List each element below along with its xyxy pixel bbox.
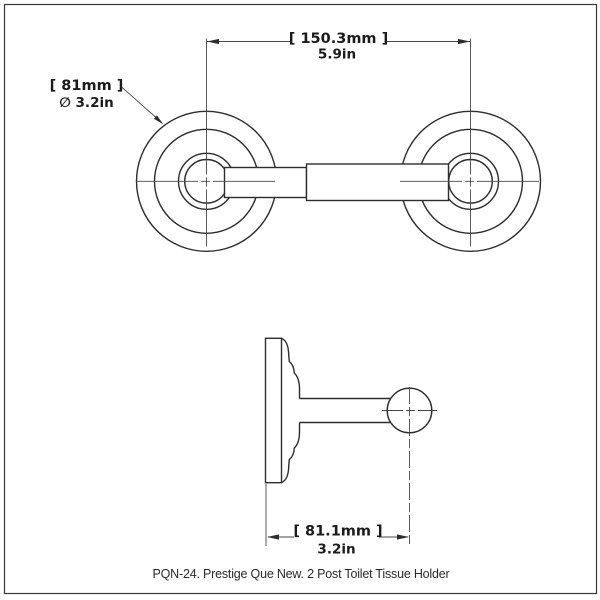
width-imperial-label: 5.9in (318, 47, 356, 63)
roller-bar (223, 163, 450, 202)
diameter-leader-arrow-icon (153, 115, 164, 125)
width-dim-left-arrow-icon (207, 38, 219, 45)
width-metric-label: [ 150.3mm ] (289, 31, 388, 47)
projection-left-arrow-icon (267, 534, 279, 540)
base-bell-profile-top (281, 337, 301, 399)
width-dimension: [ 150.3mm ] 5.9in (207, 31, 470, 63)
projection-dimension: [ 81.1mm ] 3.2in (265, 484, 409, 558)
projection-metric-label: [ 81.1mm ] (293, 524, 382, 540)
post-diameter-callout: [ 81mm ] ∅ 3.2in (50, 78, 164, 125)
diameter-metric-label: [ 81mm ] (50, 78, 124, 94)
front-view (135, 38, 542, 253)
roller-bar-thick-segment (305, 163, 450, 202)
width-dim-right-arrow-icon (458, 38, 470, 45)
projection-right-arrow-icon (397, 534, 409, 540)
projection-imperial-label: 3.2in (317, 542, 355, 558)
wall-plate (264, 337, 283, 484)
page-border (3, 3, 598, 595)
drawing-caption: PQN-24. Prestige Que New. 2 Post Toilet … (153, 567, 450, 581)
front-view-centerlines (136, 38, 541, 247)
base-bell-profile-bottom (281, 422, 301, 484)
roller-bar-thin-segment (223, 166, 308, 199)
diameter-imperial-label: ∅ 3.2in (59, 95, 113, 111)
side-view (264, 337, 437, 546)
diameter-leader-line (120, 86, 157, 118)
